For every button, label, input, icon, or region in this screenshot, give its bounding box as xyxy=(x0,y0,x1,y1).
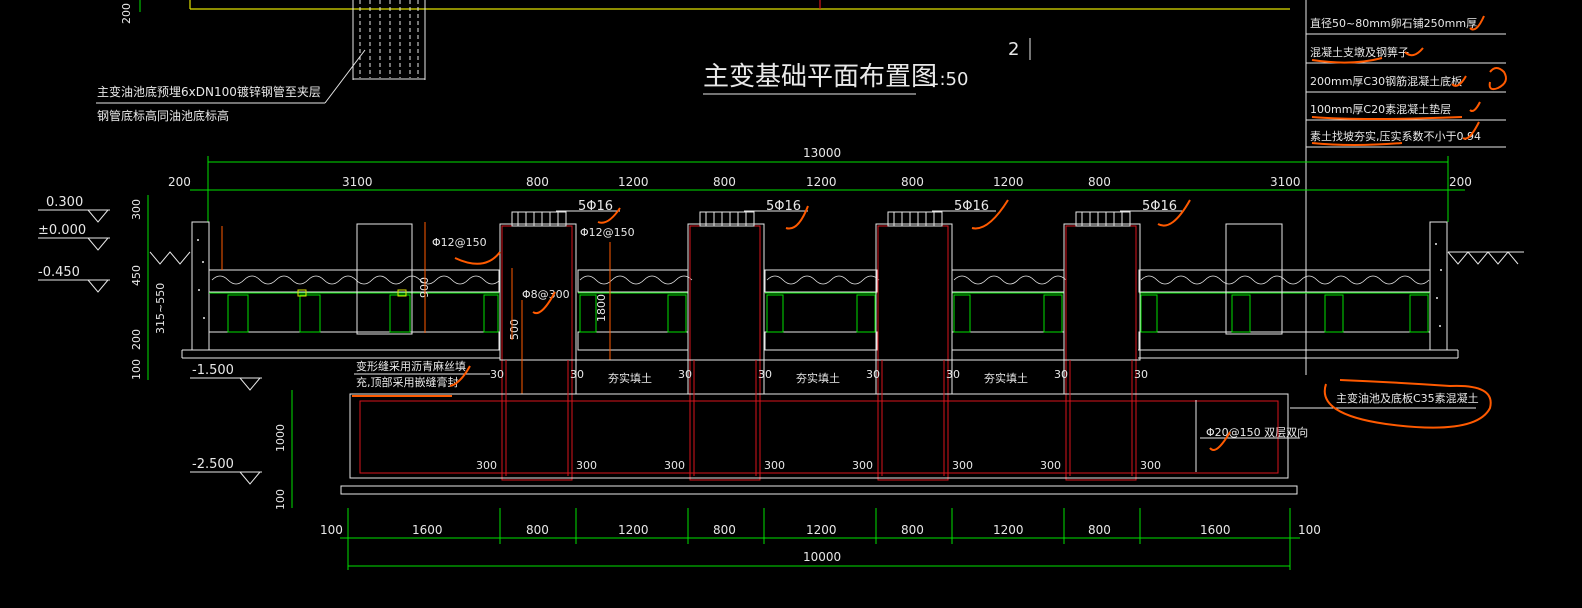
bottom-300-4: 300 xyxy=(764,459,785,472)
gap-30-3: 30 xyxy=(758,368,772,381)
vdim-450: 450 xyxy=(130,265,143,286)
bottom-dim-8: 800 xyxy=(1088,523,1111,537)
fill-label-3: 夯实填土 xyxy=(984,371,1028,385)
bottom-dim-1: 1600 xyxy=(412,523,443,537)
orange-dim-lines xyxy=(424,222,611,394)
dim-1800: 1800 xyxy=(595,294,608,322)
handwritten-marks-drawing xyxy=(352,199,1492,451)
top-dim-4: 800 xyxy=(713,175,736,189)
rebar-stirrups xyxy=(511,211,1131,227)
top-dim-10: 200 xyxy=(1449,175,1472,189)
bottom-dim-2: 800 xyxy=(526,523,549,537)
rebar-callout-phi20: Φ20@150 双层双向 xyxy=(1206,425,1308,439)
vdim-200: 200 xyxy=(130,329,143,350)
elevation-0000: ±0.000 xyxy=(38,223,86,238)
bottom-dim-9: 1600 xyxy=(1200,523,1231,537)
top-dim-9: 3100 xyxy=(1270,175,1301,189)
dim-500: 500 xyxy=(508,319,521,340)
lower-foundation xyxy=(340,393,1298,495)
bottom-total-dim: 10000 xyxy=(803,550,841,564)
bottom-dim-4: 800 xyxy=(713,523,736,537)
vdim-300: 300 xyxy=(130,199,143,220)
bottom-300-7: 300 xyxy=(1040,459,1061,472)
top-dim-2: 800 xyxy=(526,175,549,189)
top-dim-3: 1200 xyxy=(618,175,649,189)
top-dim-7: 1200 xyxy=(993,175,1024,189)
elevation-neg0450: -0.450 xyxy=(38,265,80,280)
legend-item-2: 混凝土支墩及钢箅子 xyxy=(1310,45,1409,59)
top-dim-6: 800 xyxy=(901,175,924,189)
joint-note-2: 充,顶部采用嵌缝膏封 xyxy=(356,375,459,389)
concrete-note: 主变油池及底板C35素混凝土 xyxy=(1336,391,1479,405)
top-dim-1: 3100 xyxy=(342,175,373,189)
gap-30-8: 30 xyxy=(1134,368,1148,381)
ground-hatch xyxy=(149,251,1524,265)
wall-outlines xyxy=(499,223,1141,361)
bottom-300-6: 300 xyxy=(952,459,973,472)
layer-legend: 直径50~80mm卵石铺250mm厚 混凝土支墩及钢箅子 200mm厚C30钢筋… xyxy=(1305,0,1506,375)
bottom-300-8: 300 xyxy=(1140,459,1161,472)
bottom-dim-7: 1200 xyxy=(993,523,1024,537)
gap-30-1: 30 xyxy=(570,368,584,381)
bottom-300-1: 300 xyxy=(476,459,497,472)
drawing-title: 主变基础平面布置图 xyxy=(703,62,937,92)
bottom-300-3: 300 xyxy=(664,459,685,472)
elevation-0300: 0.300 xyxy=(46,195,83,210)
bottom-300-5: 300 xyxy=(852,459,873,472)
rebar-label-1: 5Φ16 xyxy=(578,199,613,214)
rebar-label-3: 5Φ16 xyxy=(954,199,989,214)
elevation-markers xyxy=(38,209,262,485)
gap-30-6: 30 xyxy=(1054,368,1068,381)
legend-item-4: 100mm厚C20素混凝土垫层 xyxy=(1310,102,1451,116)
bottom-dim-10: 100 xyxy=(1298,523,1321,537)
top-left-dim-200: 200 xyxy=(120,3,133,24)
elevation-neg1500: -1.500 xyxy=(192,363,234,378)
top-dim-5: 1200 xyxy=(806,175,837,189)
fill-label-1: 夯实填土 xyxy=(608,371,652,385)
legend-item-1: 直径50~80mm卵石铺250mm厚 xyxy=(1310,16,1477,30)
rebar-label-2: 5Φ16 xyxy=(766,199,801,214)
vdim-100-bottom: 100 xyxy=(274,489,287,510)
vdim-315-550: 315~550 xyxy=(154,283,167,334)
rebar-label-4: 5Φ16 xyxy=(1142,199,1177,214)
elevation-neg2500: -2.500 xyxy=(192,457,234,472)
legend-item-3: 200mm厚C30钢筋混凝土底板 xyxy=(1310,74,1462,88)
drawing-scale: 1:50 xyxy=(928,69,968,90)
rebar-callout-phi12-b: Φ12@150 xyxy=(580,226,635,239)
bottom-dim-0: 100 xyxy=(320,523,343,537)
bottom-dim-5: 1200 xyxy=(806,523,837,537)
gap-30-4: 30 xyxy=(866,368,880,381)
vdim-1000: 1000 xyxy=(274,424,287,452)
fill-label-2: 夯实填土 xyxy=(796,371,840,385)
rebar-callout-phi8: Φ8@300 xyxy=(522,288,570,301)
embedded-pipes xyxy=(96,0,426,104)
sheet-number: 2 xyxy=(1008,39,1019,60)
pipe-note-1: 主变油池底预埋6xDN100镀锌钢管至夹层 xyxy=(97,84,321,99)
bottom-dim-ticks xyxy=(347,508,1291,570)
joint-note-1: 变形缝采用沥青麻丝填 xyxy=(356,359,466,373)
rebar-callout-phi12-a: Φ12@150 xyxy=(432,236,487,249)
gap-30-7: 30 xyxy=(490,368,504,381)
top-dim-0: 200 xyxy=(168,175,191,189)
oil-pit-section xyxy=(181,221,1459,359)
top-total-dim: 13000 xyxy=(803,146,841,160)
foundation-rebar-verticals xyxy=(505,360,1133,476)
pipe-note-2: 钢管底标高同油池底标高 xyxy=(97,108,229,123)
handwritten-marks-legend xyxy=(1311,15,1507,146)
bottom-300-2: 300 xyxy=(576,459,597,472)
wall-columns xyxy=(501,225,1137,481)
top-dim-8: 800 xyxy=(1088,175,1111,189)
fill-layers xyxy=(575,359,1065,395)
bottom-dim-6: 800 xyxy=(901,523,924,537)
vdim-100: 100 xyxy=(130,359,143,380)
legend-item-5: 素土找坡夯实,压实系数不小于0.94 xyxy=(1310,129,1481,143)
gap-30-5: 30 xyxy=(946,368,960,381)
gap-30-2: 30 xyxy=(678,368,692,381)
bottom-dim-3: 1200 xyxy=(618,523,649,537)
